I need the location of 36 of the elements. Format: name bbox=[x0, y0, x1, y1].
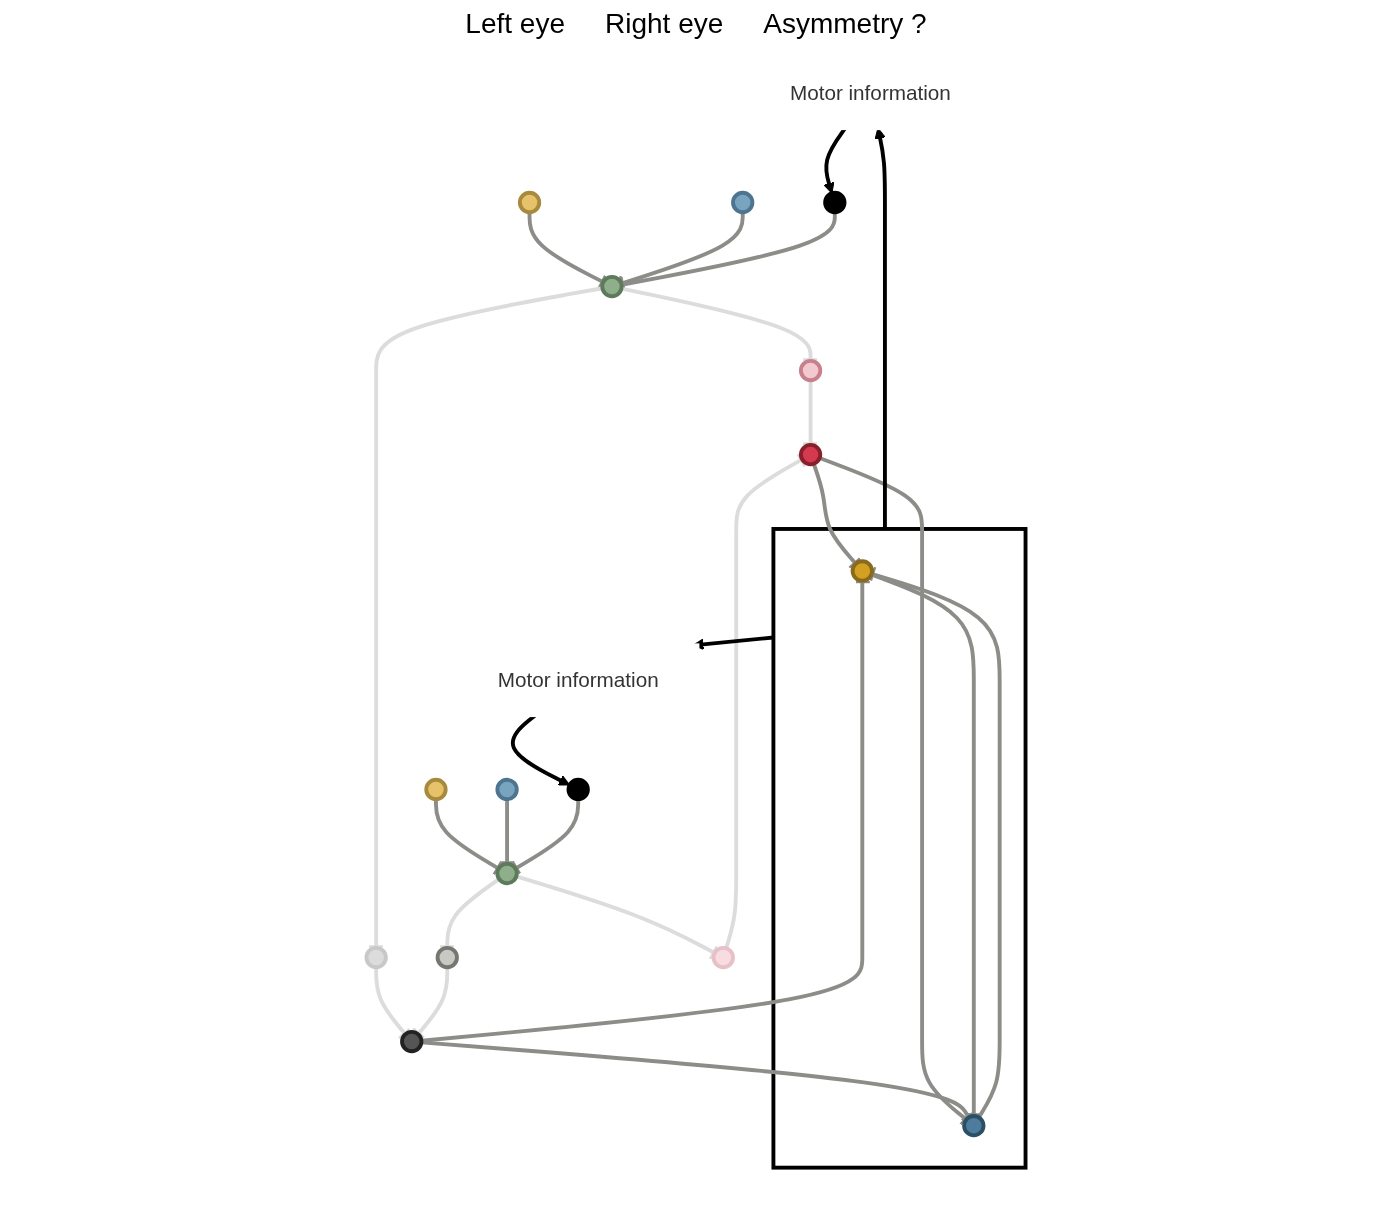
node-circle bbox=[798, 358, 823, 383]
node-text: Motor information bbox=[789, 81, 951, 104]
cluster bbox=[771, 527, 1028, 1170]
connector bbox=[438, 877, 501, 948]
connector bbox=[869, 565, 1002, 1119]
node-text: Motor information bbox=[497, 668, 659, 691]
node-circle bbox=[495, 861, 519, 886]
node-circle bbox=[424, 777, 448, 802]
node-circle bbox=[731, 190, 755, 215]
node-circle bbox=[435, 945, 459, 970]
connector bbox=[374, 967, 412, 1040]
node-circle bbox=[798, 443, 823, 467]
node-circle bbox=[962, 1114, 986, 1138]
label-text: Asymmetry ? bbox=[763, 8, 927, 40]
node-circle bbox=[495, 777, 519, 802]
node-circle bbox=[600, 274, 624, 299]
node-circle bbox=[566, 777, 590, 802]
connector bbox=[621, 286, 819, 361]
connector bbox=[434, 799, 503, 876]
connector bbox=[511, 799, 581, 875]
connector bbox=[527, 212, 607, 290]
node-circle bbox=[400, 1029, 424, 1054]
connector bbox=[498, 799, 516, 864]
connector bbox=[811, 463, 862, 569]
node-circle bbox=[823, 190, 847, 215]
label-text: Left eye bbox=[465, 8, 565, 40]
connector bbox=[801, 380, 819, 445]
connector bbox=[411, 967, 450, 1039]
node-circle bbox=[711, 945, 735, 970]
connector bbox=[724, 452, 806, 949]
node-circle bbox=[364, 945, 388, 970]
connector bbox=[421, 580, 872, 1043]
connector bbox=[367, 286, 603, 948]
node-circle bbox=[517, 190, 542, 215]
node-circle bbox=[850, 559, 874, 583]
label-text: Right eye bbox=[605, 8, 724, 40]
